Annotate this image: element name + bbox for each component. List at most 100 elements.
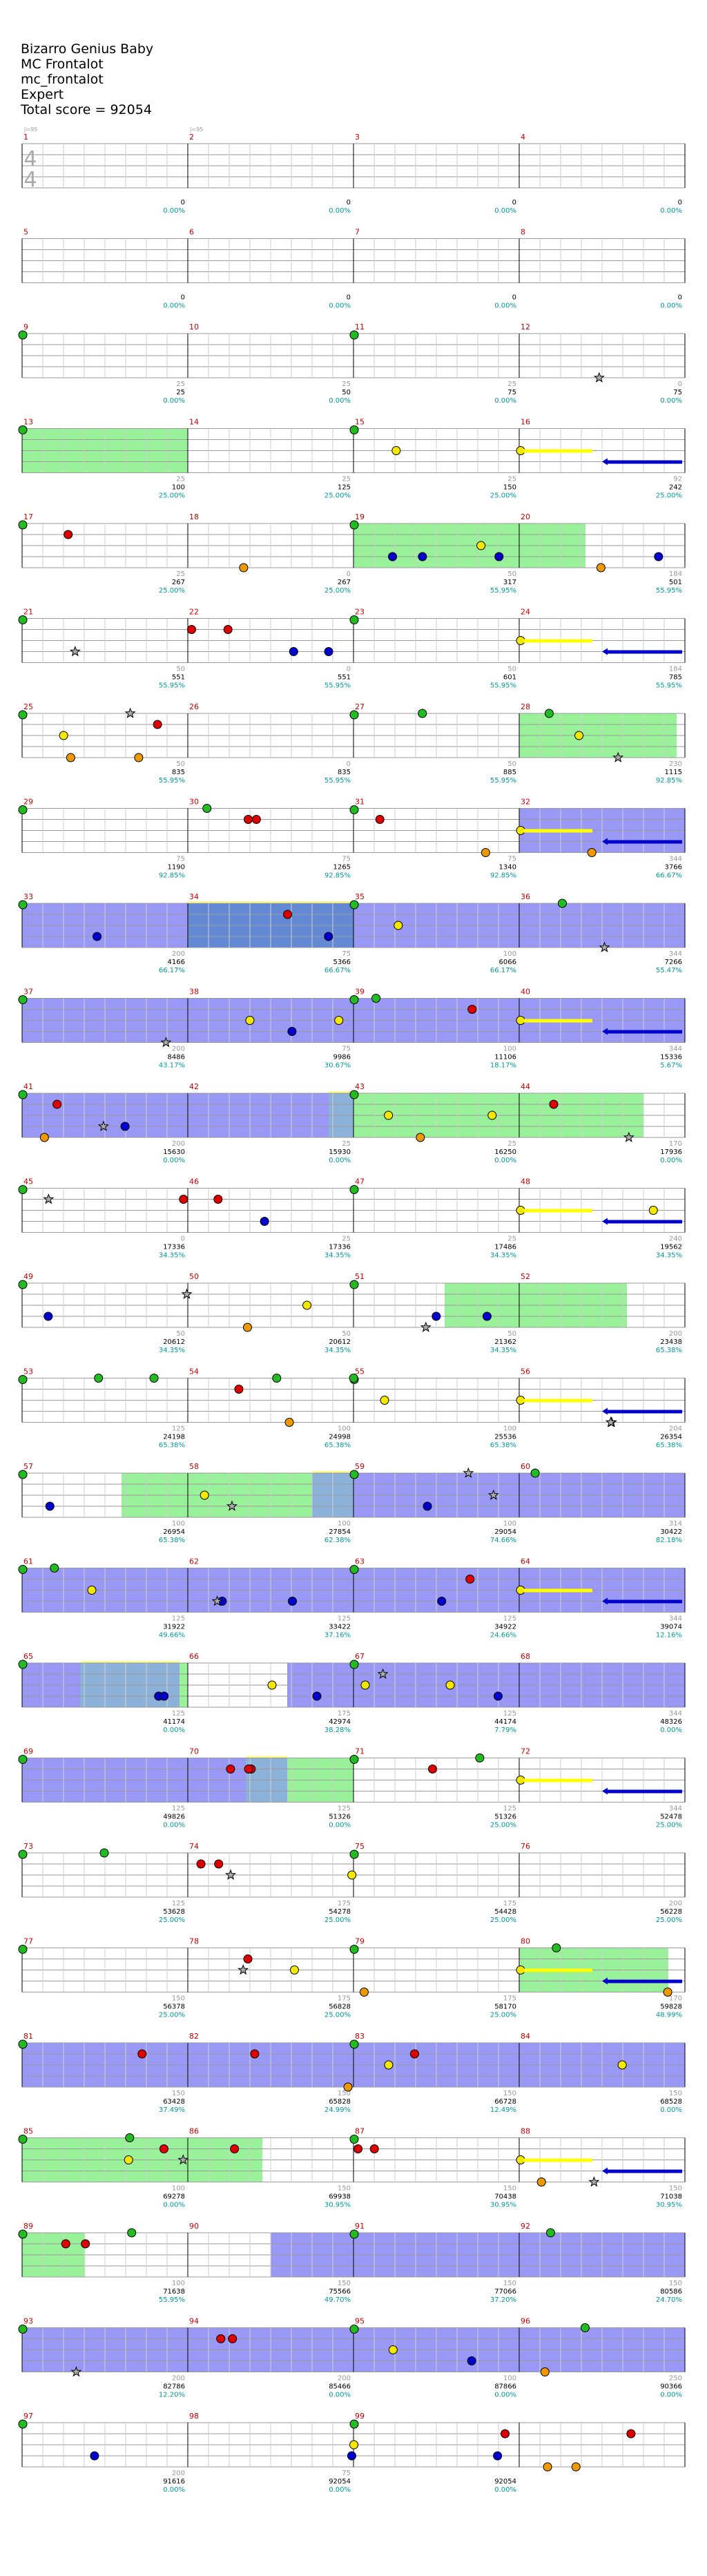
cumulative-score: 601 [503,674,516,682]
measure-number: 86 [189,2127,199,2136]
sustain-score: 100 [338,1520,351,1528]
sustain-score: 204 [669,1425,682,1433]
sustain-score: 344 [669,1805,682,1813]
sustain-score: 50 [176,760,185,768]
measure-number: 69 [23,1747,33,1756]
sustain-yellow [523,1588,592,1593]
sustain-score: 184 [669,666,682,673]
percent-label: 0.00% [660,1157,682,1164]
note-green [349,615,359,624]
note-yellow [245,1016,255,1025]
note-green [202,804,212,813]
percent-label: 49.66% [159,1632,185,1640]
cumulative-score: 551 [172,674,185,682]
percent-label: 65.38% [159,1442,185,1450]
note-orange [359,1988,369,1997]
note-red [186,625,196,634]
sustain-score: 200 [172,1140,185,1148]
sustain-score: 100 [503,1520,516,1528]
note-green [349,1090,359,1099]
cumulative-score: 82786 [163,2383,185,2391]
note-yellow [487,1111,497,1120]
percent-label: 25.00% [159,587,185,595]
cumulative-score: 1190 [168,864,185,872]
note-green [349,1470,359,1479]
measure-number: 84 [521,2032,530,2041]
cumulative-score: 17336 [163,1244,185,1251]
measure-number: 99 [355,2412,365,2421]
measure-number: 65 [23,1652,33,1661]
note-blue [494,552,504,561]
measure-number: 45 [23,1178,33,1186]
sustain-yellow [523,829,592,833]
cumulative-score: 317 [503,579,516,586]
measure-number: 68 [521,1652,530,1661]
note-green [18,1470,28,1479]
measure-number: 77 [23,1937,33,1946]
percent-label: 65.38% [490,1442,516,1450]
measure-number: 36 [521,892,530,901]
measure-number: 90 [189,2222,199,2231]
cumulative-score: 85466 [329,2383,351,2391]
cumulative-score: 4166 [168,959,185,966]
measure-number: 42 [189,1082,199,1091]
star-note [377,1668,389,1679]
cumulative-score: 71038 [660,2193,682,2201]
cumulative-score: 15930 [329,1148,351,1156]
sustain-score: 200 [338,2375,351,2383]
sustain-score: 125 [503,1805,516,1813]
cumulative-score: 34922 [494,1624,516,1631]
note-red [52,1099,62,1109]
percent-label: 5.67% [660,1062,682,1070]
note-red [137,2049,147,2059]
measure-number: 80 [521,1937,530,1946]
cumulative-score: 20612 [329,1338,351,1346]
sustain-score: 50 [176,1330,185,1338]
cumulative-score: 19562 [660,1244,682,1251]
note-yellow [380,1396,389,1405]
sustain-score: 150 [172,1995,185,2003]
percent-label: 55.95% [490,587,516,595]
sustain-blue [606,1599,682,1604]
sustain-score: 150 [503,2280,516,2287]
note-yellow [648,1206,658,1215]
cumulative-score: 150 [503,484,516,492]
note-blue [260,1217,269,1226]
measure-number: 32 [521,798,530,807]
cumulative-score: 1115 [665,769,682,776]
note-red [428,1765,438,1774]
sustain-score: 344 [669,1046,682,1053]
percent-label: 25.00% [159,492,185,500]
cumulative-score: 56378 [163,2003,185,2011]
percent-label: 0.00% [660,2392,682,2399]
percent-label: 82.18% [656,1537,682,1544]
sustain-score: 150 [669,2280,682,2287]
cumulative-score: 53628 [163,1908,185,1916]
measure-number: 16 [521,418,530,427]
note-yellow [384,2060,394,2070]
note-blue [324,932,333,941]
note-blue [159,1691,169,1701]
measure-number: 79 [355,1937,365,1946]
measure-number: 34 [189,892,199,901]
measure-number: 22 [189,608,199,617]
note-green [349,330,359,340]
sustain-score: 125 [503,1615,516,1623]
note-red [243,1954,253,1963]
cumulative-score: 31922 [163,1624,185,1631]
measure-number: 21 [23,608,33,617]
measure-number: 38 [189,988,199,997]
percent-label: 38.28% [325,1727,351,1734]
percent-label: 0.00% [163,2202,185,2209]
sustain-score: 50 [507,760,516,768]
measure-number: 27 [355,702,365,711]
measure-number: 78 [189,1937,199,1946]
sustain-score: 150 [669,2185,682,2193]
measure-number: 11 [355,323,365,331]
